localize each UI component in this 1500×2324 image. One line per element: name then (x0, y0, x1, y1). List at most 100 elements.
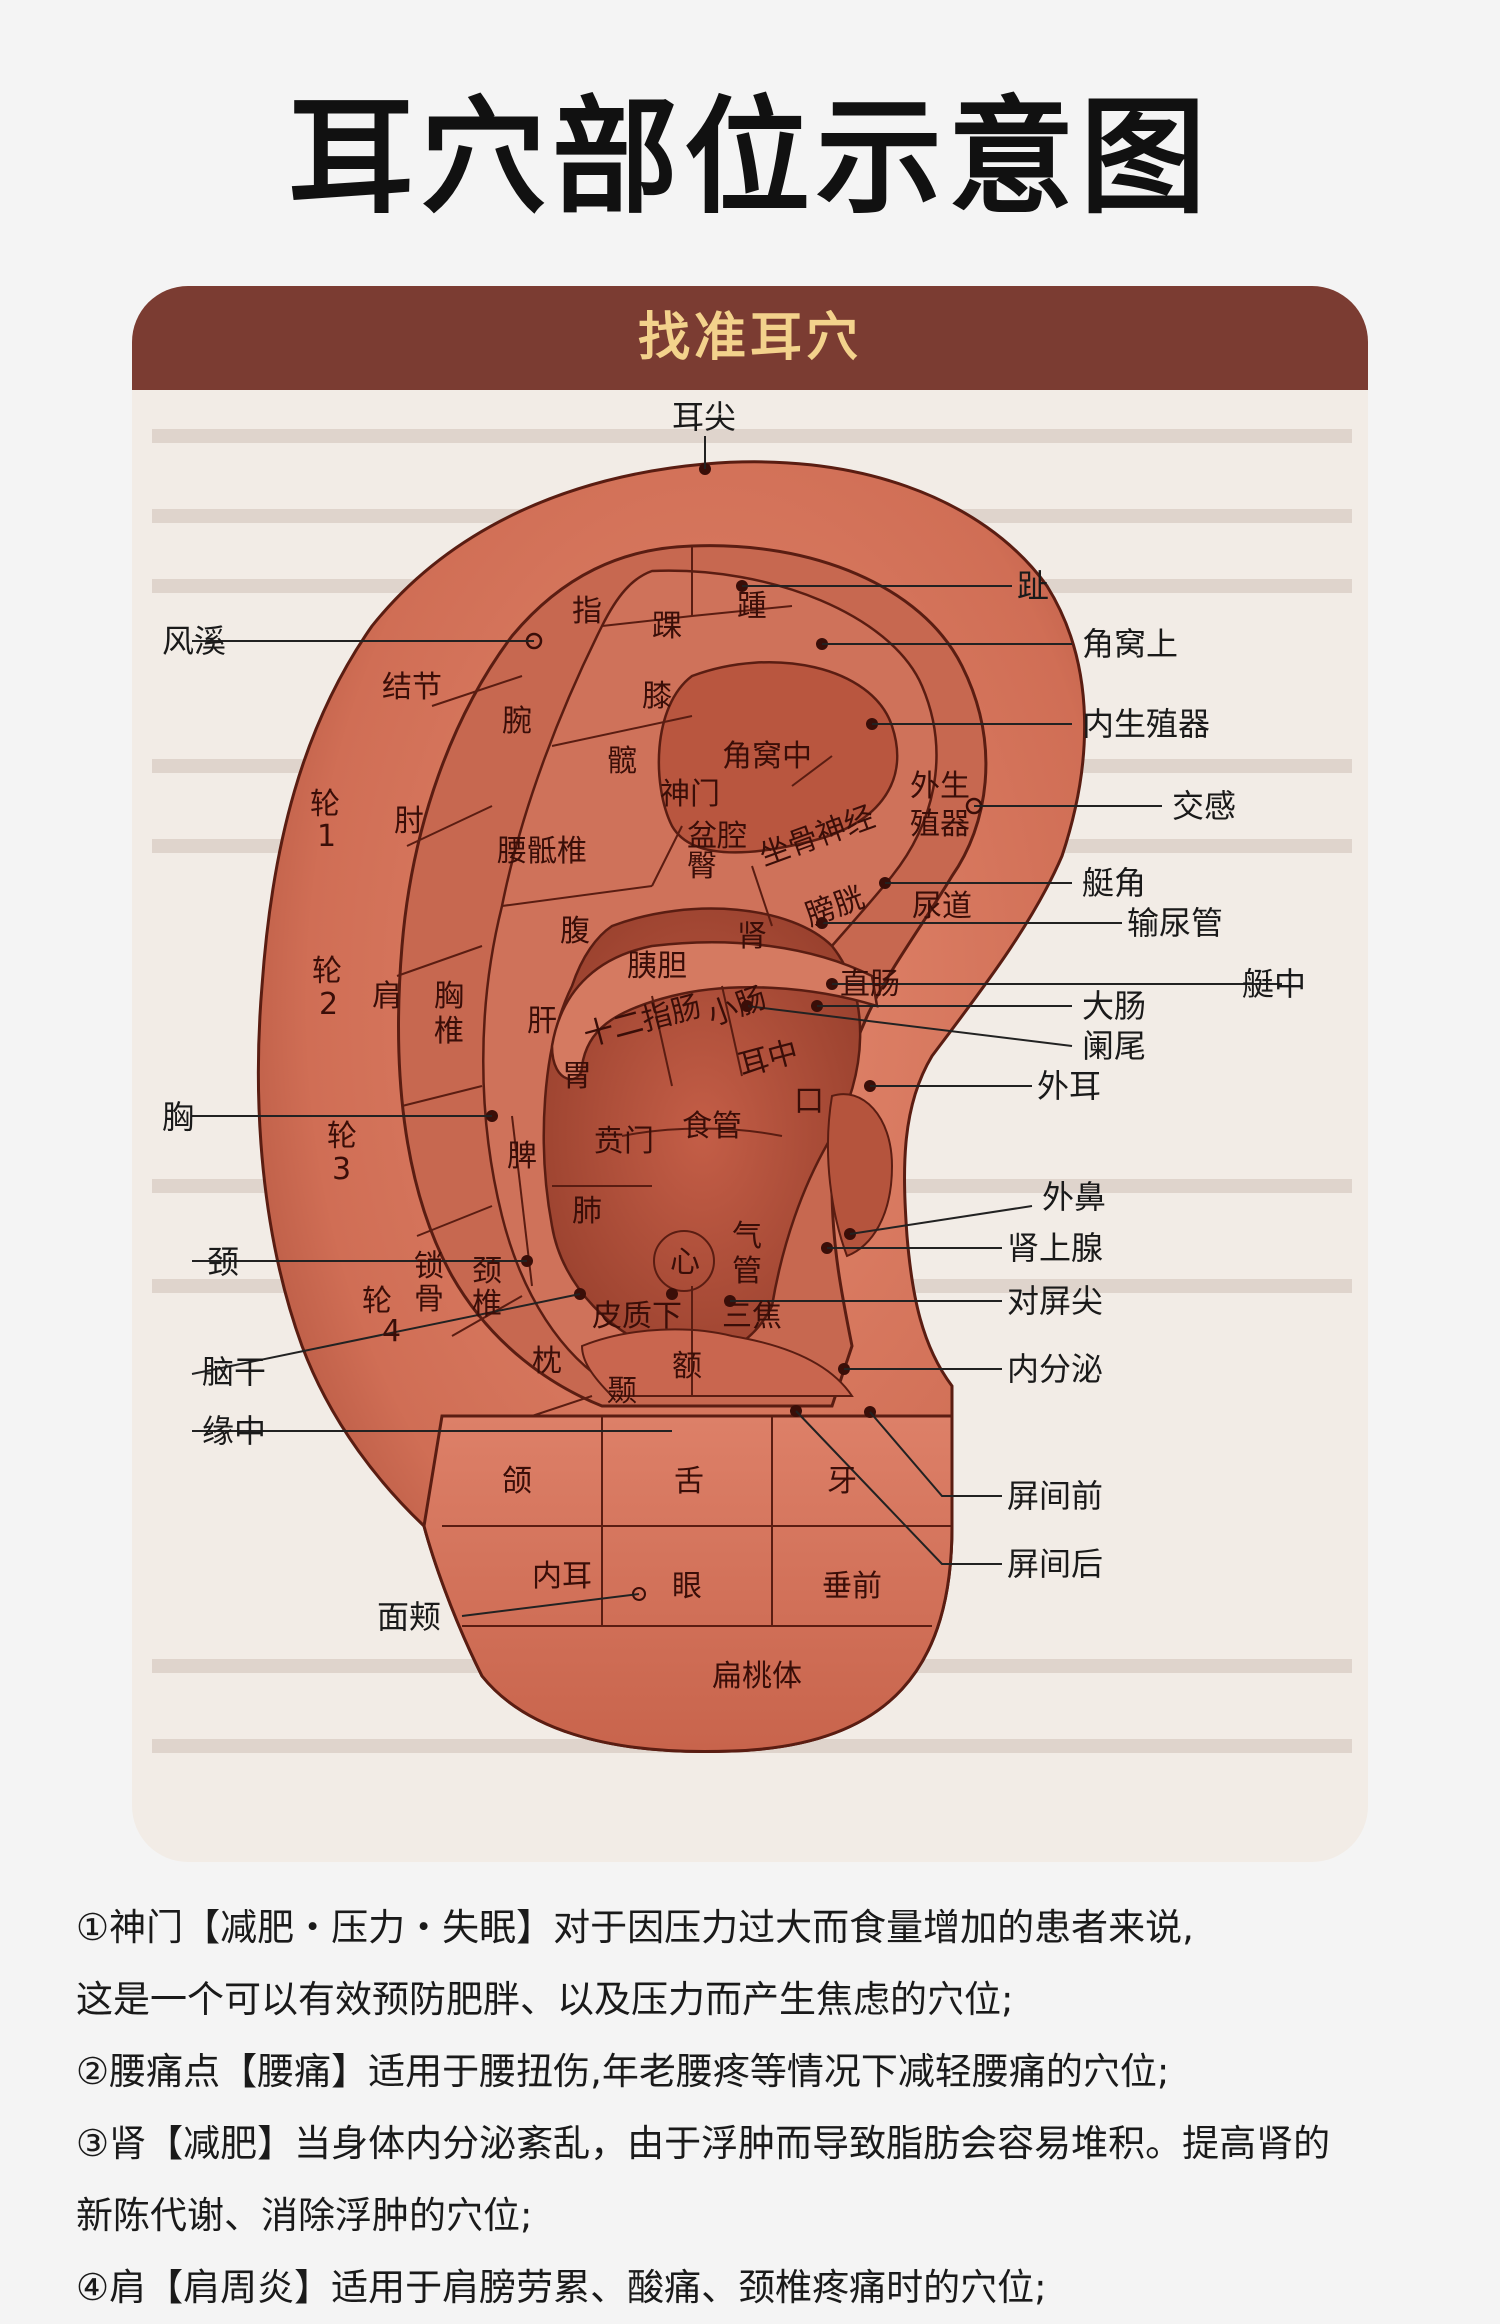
label-yuanzhong: 缘中 (202, 1412, 266, 1450)
region-lun1-a: 轮 (310, 787, 340, 822)
label-xiong: 胸 (162, 1098, 194, 1136)
region-lun3-a: 轮 (327, 1119, 357, 1154)
region-benmen: 贲门 (594, 1124, 654, 1159)
region-hip: 髋 (607, 744, 637, 779)
label-erjian: 耳尖 (672, 398, 736, 436)
region-yaodizhui: 腰骶椎 (497, 834, 587, 869)
region-heel: 踵 (737, 589, 767, 624)
label-lanwei: 阑尾 (1082, 1027, 1146, 1065)
region-lun4-a: 轮 (362, 1284, 392, 1319)
region-biantaoti: 扁桃体 (712, 1659, 802, 1694)
label-dachang: 大肠 (1082, 987, 1146, 1025)
earlobe (422, 1414, 954, 1754)
note-line: 这是一个可以有效预防肥胖、以及压力而产生焦虑的穴位; (76, 1978, 1014, 2021)
region-jing-b: 椎 (472, 1287, 502, 1322)
region-sanjiao: 三焦 (722, 1299, 782, 1334)
label-waier: 外耳 (1037, 1067, 1101, 1105)
antitragus (580, 1328, 854, 1397)
ear-chart-card: 找准耳穴 (132, 286, 1368, 1862)
region-qi: 气 (732, 1219, 762, 1254)
label-tingjiao: 艇角 (1082, 864, 1146, 902)
region-xiong-b: 椎 (434, 1014, 464, 1049)
earlobe-grid (442, 1416, 952, 1627)
region-nie: 颞 (607, 1374, 637, 1409)
region-kou: 口 (794, 1084, 824, 1119)
region-wei: 胃 (562, 1059, 592, 1094)
label-waibi: 外鼻 (1042, 1178, 1106, 1216)
label-jing: 颈 (207, 1243, 239, 1281)
region-she: 舌 (674, 1464, 704, 1499)
region-neier: 内耳 (532, 1559, 592, 1594)
region-lun3-b: 3 (332, 1152, 351, 1187)
region-yidan: 胰胆 (627, 949, 687, 984)
region-xin: 心 (670, 1245, 700, 1280)
crus-of-helix (550, 941, 879, 1081)
region-fu: 腹 (560, 914, 590, 949)
region-jing-a: 颈 (472, 1254, 502, 1289)
label-fengxi: 风溪 (162, 622, 226, 660)
label-neishengzhiqi: 内生殖器 (1082, 705, 1210, 743)
region-guan: 管 (732, 1254, 762, 1289)
label-neifenmi: 内分泌 (1007, 1350, 1103, 1388)
card-header: 找准耳穴 (132, 286, 1368, 390)
region-ankle: 踝 (652, 609, 682, 644)
leader-lines (191, 436, 1282, 1617)
region-pizhixia: 皮质下 (592, 1299, 682, 1334)
region-jiejie: 结节 (382, 670, 442, 705)
region-zhiqi: 殖器 (910, 807, 970, 842)
region-zhichang: 直肠 (840, 967, 900, 1002)
region-pi: 脾 (507, 1139, 537, 1174)
region-gan: 肝 (527, 1004, 557, 1039)
region-lun2-b: 2 (319, 987, 338, 1022)
page-title: 耳穴部位示意图 (288, 84, 1212, 231)
region-shoulder: 肩 (372, 979, 402, 1014)
region-yan: 眼 (672, 1569, 702, 1604)
region-labels: 指 结节 腕 踵 踝 膝 髋 角窝中 神门 盆腔 外生 殖器 轮 1 肘 腰骶椎… (310, 589, 972, 1694)
label-naogan: 脑干 (202, 1353, 266, 1391)
region-he: 颌 (502, 1464, 532, 1499)
note-line: ①神门【减肥・压力・失眠】对于因压力过大而食量增加的患者来说, (76, 1906, 1194, 1949)
label-pingjianhou: 屏间后 (1007, 1545, 1103, 1583)
region-finger: 指 (572, 594, 602, 629)
region-suo: 锁 (414, 1249, 444, 1284)
label-jiaowoshang: 角窝上 (1082, 625, 1178, 663)
card-title: 找准耳穴 (637, 308, 862, 368)
region-chuiqian: 垂前 (822, 1569, 882, 1604)
region-wai-sheng: 外生 (910, 769, 970, 804)
region-zhen: 枕 (532, 1344, 562, 1379)
region-wrist: 腕 (502, 704, 532, 739)
dot-yuanzhong (666, 1288, 678, 1300)
region-niaodao: 尿道 (912, 889, 972, 924)
label-jiaogan: 交感 (1172, 787, 1236, 825)
note-line: ③肾【减肥】当身体内分泌紊乱，由于浮肿而导致脂肪会容易堆积。提高肾的 (76, 2122, 1331, 2165)
label-mianjia: 面颊 (377, 1598, 441, 1636)
region-elbow: 肘 (394, 804, 424, 839)
note-line: ②腰痛点【腰痛】适用于腰扭伤,年老腰疼等情况下减轻腰痛的穴位; (76, 2050, 1170, 2093)
note-line: 新陈代谢、消除浮肿的穴位; (76, 2194, 533, 2237)
label-pingjianqian: 屏间前 (1007, 1477, 1103, 1515)
cymba-conchae (657, 660, 899, 854)
region-knee: 膝 (642, 679, 672, 714)
region-divisions (396, 546, 833, 1417)
heart-point-circle (653, 1230, 715, 1292)
region-lun2-a: 轮 (312, 954, 342, 989)
region-lun4-b: 4 (382, 1314, 401, 1349)
region-fei: 肺 (572, 1194, 602, 1229)
region-lun1-b: 1 (317, 819, 336, 854)
cavum-conchae (542, 907, 862, 1360)
label-zhi-toe: 趾 (1017, 567, 1049, 605)
region-shiguan: 食管 (682, 1109, 742, 1144)
label-tingzhong: 艇中 (1242, 965, 1306, 1003)
region-shen: 肾 (737, 919, 767, 954)
region-shenmen: 神门 (660, 777, 720, 812)
region-gu: 骨 (414, 1282, 444, 1317)
region-tun: 臀 (687, 849, 717, 884)
region-e: 额 (672, 1349, 702, 1384)
label-shenshangxian: 肾上腺 (1007, 1229, 1103, 1267)
region-jiaowozhong: 角窝中 (722, 739, 812, 774)
label-duipingjian: 对屏尖 (1007, 1282, 1103, 1320)
note-line: ④肩【肩周炎】适用于肩膀劳累、酸痛、颈椎疼痛时的穴位; (76, 2266, 1047, 2309)
notes: ①神门【减肥・压力・失眠】对于因压力过大而食量增加的患者来说, 这是一个可以有效… (76, 1892, 1436, 2324)
region-xiong-a: 胸 (434, 979, 464, 1014)
region-penqiang: 盆腔 (687, 819, 747, 854)
